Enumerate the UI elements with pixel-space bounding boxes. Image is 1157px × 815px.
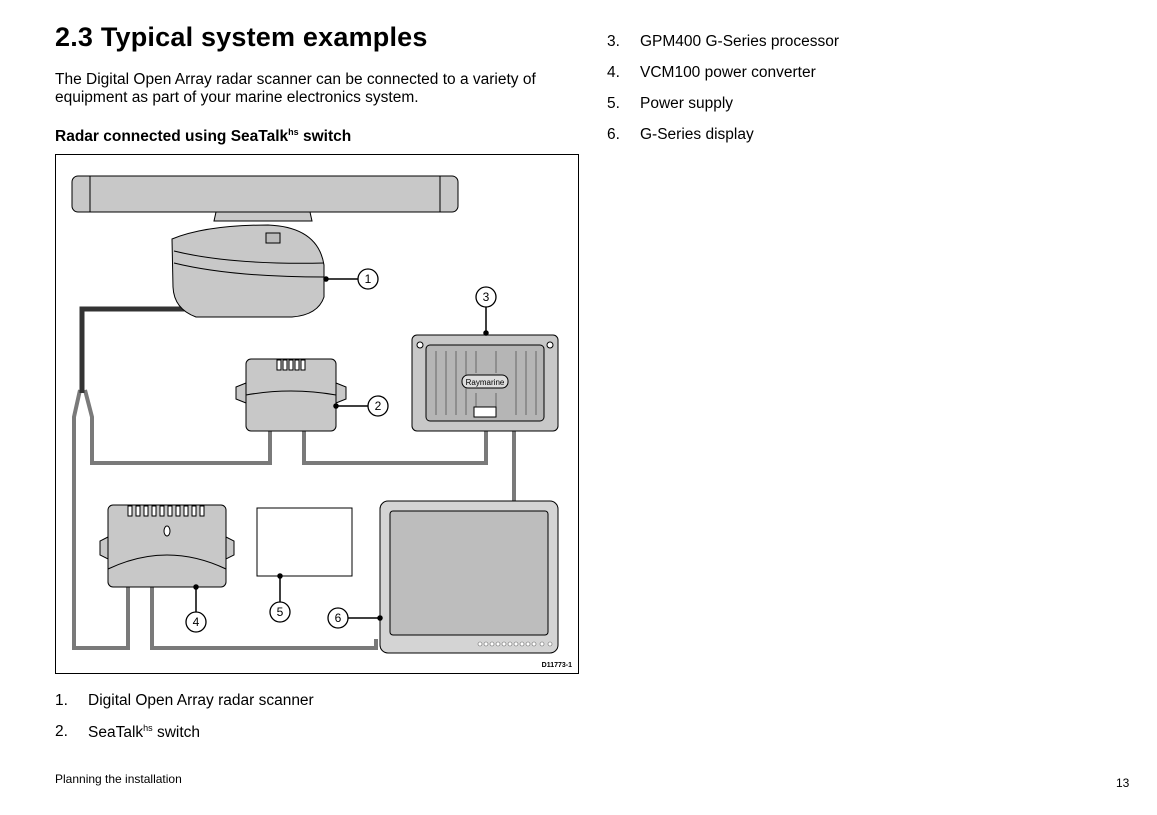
- seatalk-switch: [235, 358, 347, 432]
- callout-circle-3: [475, 286, 497, 308]
- radar-array-bar: [71, 175, 459, 213]
- callout-number-4: 4: [193, 615, 200, 629]
- switch-ports: [276, 359, 306, 371]
- legend-list-right: 3. GPM400 G-Series processor 4. VCM100 p…: [607, 33, 1007, 157]
- leader-dot-5: [277, 573, 283, 579]
- callout-number-5: 5: [277, 605, 284, 619]
- vcm-ear-right: [225, 536, 235, 560]
- figure-code: D11773-1: [542, 662, 572, 669]
- callout-leaders: [193, 276, 489, 621]
- callout-circle-2: [367, 395, 389, 417]
- legend-text-superscript: hs: [143, 723, 153, 733]
- legend-text: SeaTalkhs switch: [88, 723, 200, 742]
- power-supply-box: [256, 507, 353, 577]
- legend-item-5: 5. Power supply: [607, 95, 1007, 126]
- legend-item-6: 6. G-Series display: [607, 126, 1007, 157]
- radar-scanner: [71, 175, 459, 318]
- vcm-body: [107, 504, 227, 588]
- gpm400-processor: Raymarine: [411, 334, 559, 432]
- legend-item-1: 1. Digital Open Array radar scanner: [55, 692, 575, 723]
- brand-badge: [461, 374, 509, 389]
- diagram-canvas: Raymarine: [71, 175, 572, 669]
- page-number: 13: [1116, 776, 1130, 790]
- callout-circle-5: [269, 601, 291, 623]
- legend-text-suffix: switch: [152, 724, 201, 741]
- legend-text: G-Series display: [640, 126, 754, 143]
- legend-item-4: 4. VCM100 power converter: [607, 64, 1007, 95]
- cable-radar-to-vcm: [72, 389, 130, 650]
- legend-text: VCM100 power converter: [640, 64, 816, 81]
- callout-number-3: 3: [483, 290, 490, 304]
- legend-item-2: 2. SeaTalkhs switch: [55, 723, 575, 754]
- legend-text: GPM400 G-Series processor: [640, 33, 839, 50]
- g-series-display: [379, 500, 559, 654]
- legend-item-3: 3. GPM400 G-Series processor: [607, 33, 1007, 64]
- radar-pedestal-top: [213, 211, 313, 222]
- radar-pedestal: [171, 224, 325, 318]
- pedestal-line-2: [173, 262, 325, 278]
- footer-chapter: Planning the installation: [55, 772, 182, 786]
- cable-radar-main: [79, 306, 187, 393]
- leader-dot-6: [377, 615, 383, 621]
- subheading-text: Radar connected using SeaTalk: [55, 128, 289, 145]
- callout-number-6: 6: [335, 611, 342, 625]
- legend-number: 3.: [607, 33, 620, 50]
- cable-runs: [72, 389, 516, 650]
- leader-dot-3: [483, 330, 489, 336]
- legend-number: 5.: [607, 95, 620, 112]
- mount-hole-tr: [546, 341, 554, 349]
- switch-ear-left: [235, 382, 247, 404]
- subheading-suffix: switch: [298, 128, 352, 145]
- callout-circle-6: [327, 607, 349, 629]
- legend-text: Digital Open Array radar scanner: [88, 692, 314, 709]
- intro-paragraph: The Digital Open Array radar scanner can…: [55, 71, 536, 106]
- leader-dot-4: [193, 584, 199, 590]
- legend-number: 1.: [55, 692, 68, 709]
- system-diagram: Raymarine: [55, 154, 579, 674]
- brand-label: Raymarine: [466, 378, 505, 387]
- legend-number: 6.: [607, 126, 620, 143]
- pedestal-line-1: [173, 250, 325, 264]
- leader-dot-2: [333, 403, 339, 409]
- processor-vent: [473, 406, 497, 418]
- display-screen: [389, 510, 549, 636]
- legend-text: Power supply: [640, 95, 734, 112]
- cable-radar-to-switch: [83, 389, 272, 465]
- callout-number-2: 2: [375, 399, 382, 413]
- legend-text-main: SeaTalk: [88, 724, 144, 741]
- switch-ear-right: [335, 382, 347, 404]
- pedestal-cap: [265, 232, 281, 244]
- mount-hole-tl: [416, 341, 424, 349]
- vcm-vents: [127, 505, 205, 517]
- figure-subheading: Radar connected using SeaTalkhs switch: [55, 127, 351, 146]
- callout-circle-4: [185, 611, 207, 633]
- legend-number: 2.: [55, 723, 68, 740]
- callout-circles: [185, 268, 497, 633]
- cable-vcm-to-display: [150, 587, 378, 650]
- vcm-ear-left: [99, 536, 109, 560]
- cable-switch-to-processor: [302, 431, 488, 465]
- legend-number: 4.: [607, 64, 620, 81]
- legend-list-left: 1. Digital Open Array radar scanner 2. S…: [55, 692, 575, 754]
- vcm-curve: [107, 554, 227, 570]
- subheading-superscript: hs: [288, 127, 299, 137]
- callout-circle-1: [357, 268, 379, 290]
- switch-line: [245, 390, 337, 396]
- display-buttons: [477, 641, 553, 647]
- callout-numbers: 1 2 3 4 5 6: [193, 272, 490, 629]
- vcm-indicator: [163, 525, 171, 537]
- section-title: 2.3 Typical system examples: [55, 22, 428, 52]
- vcm100-converter: [99, 504, 235, 588]
- leader-dot-1: [323, 276, 329, 282]
- callout-number-1: 1: [365, 272, 372, 286]
